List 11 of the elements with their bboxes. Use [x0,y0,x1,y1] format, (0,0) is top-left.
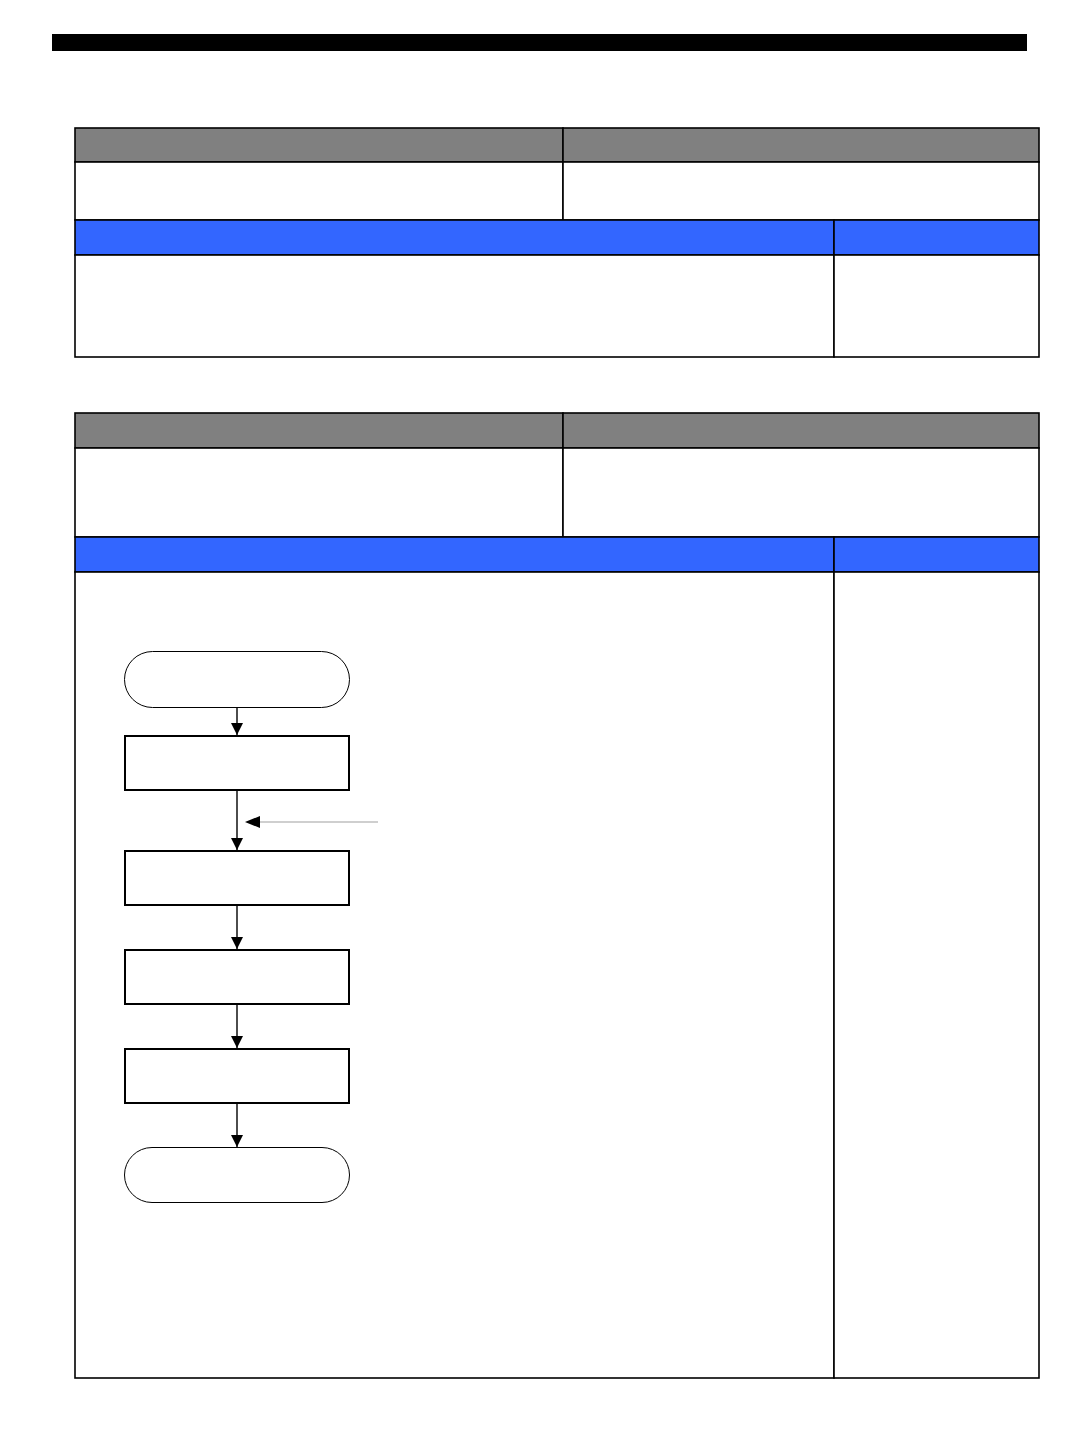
process-box [124,850,350,906]
arrow [231,1004,243,1049]
process-box [124,949,350,1005]
arrow [231,905,243,950]
process-box [124,1048,350,1104]
process-box [124,735,350,791]
arrow [231,1103,243,1148]
terminal-shape [124,1147,350,1203]
terminal-shape [124,651,350,708]
arrow [231,707,243,736]
arrow [231,790,243,851]
